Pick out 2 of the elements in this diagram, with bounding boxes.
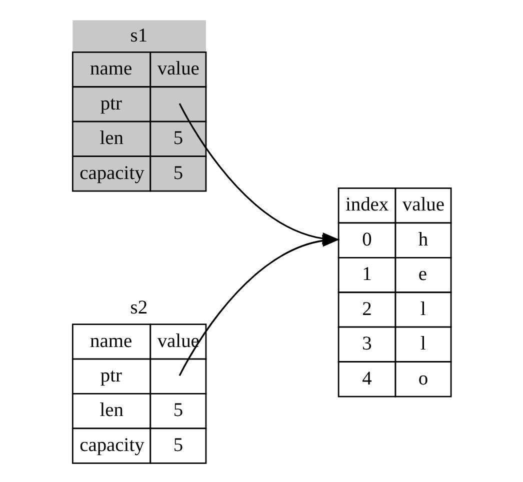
arrow [178,234,340,376]
node-label: s2 [130,297,148,318]
